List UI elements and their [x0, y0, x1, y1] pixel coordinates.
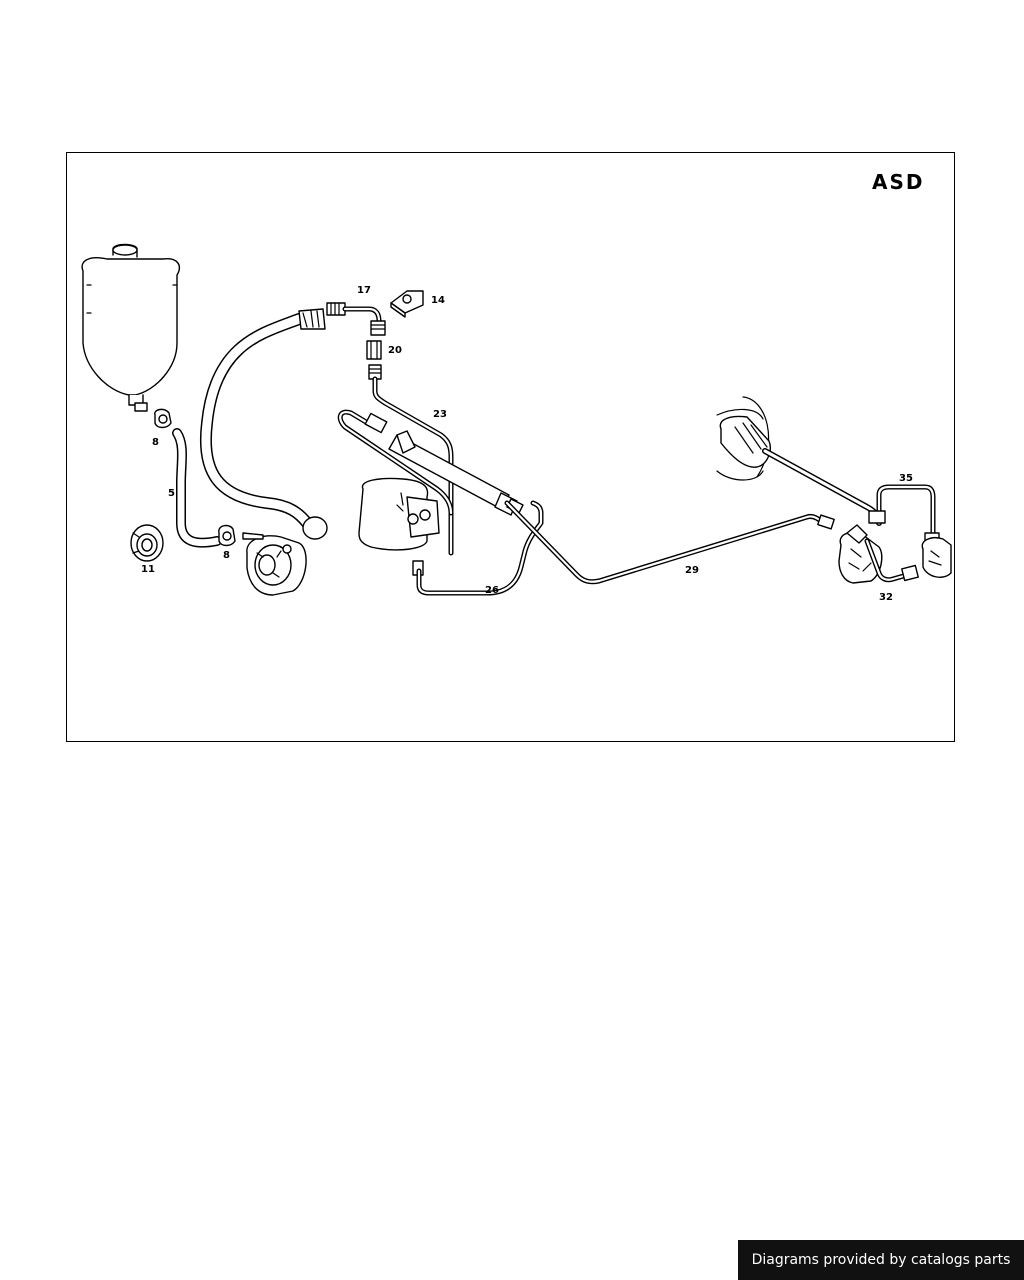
pressure-line-29[interactable]	[504, 500, 835, 585]
accumulator-tank[interactable]	[81, 243, 181, 412]
callout-8-upper: 8	[152, 437, 159, 448]
callout-17: 17	[357, 285, 371, 296]
callout-14: 14	[431, 295, 445, 306]
diagram-frame: ASD 8 5 8	[66, 152, 955, 742]
callout-20: 20	[388, 345, 402, 356]
pressure-line-26[interactable]	[416, 500, 544, 596]
diagram-title: ASD	[872, 170, 924, 194]
rear-axle-boot[interactable]	[716, 396, 882, 526]
callout-11: 11	[141, 564, 155, 575]
callout-26: 26	[485, 585, 499, 596]
valve-block[interactable]	[358, 477, 440, 576]
callout-32: 32	[879, 592, 893, 603]
hose-clamp-lower[interactable]	[218, 524, 236, 547]
callout-29: 29	[685, 565, 699, 576]
callout-23: 23	[433, 409, 447, 420]
hose-clamp-upper[interactable]	[154, 408, 172, 429]
callout-5: 5	[168, 488, 175, 499]
hose-5[interactable]	[172, 428, 222, 548]
callout-35: 35	[899, 473, 913, 484]
hydraulic-pump[interactable]	[242, 532, 307, 596]
level-valve-35[interactable]	[868, 484, 952, 578]
union-nut-20[interactable]	[366, 340, 382, 380]
grommet-11[interactable]	[130, 524, 164, 562]
bracket-14[interactable]	[390, 290, 424, 318]
strut-32[interactable]	[838, 524, 919, 584]
return-hose-17[interactable]	[200, 308, 328, 540]
parts-diagram: ASD 8 5 8	[81, 170, 952, 603]
callout-8-lower: 8	[223, 550, 230, 561]
footer-banner: Diagrams provided by catalogs parts	[738, 1240, 1024, 1280]
fitting-17[interactable]	[326, 302, 386, 336]
